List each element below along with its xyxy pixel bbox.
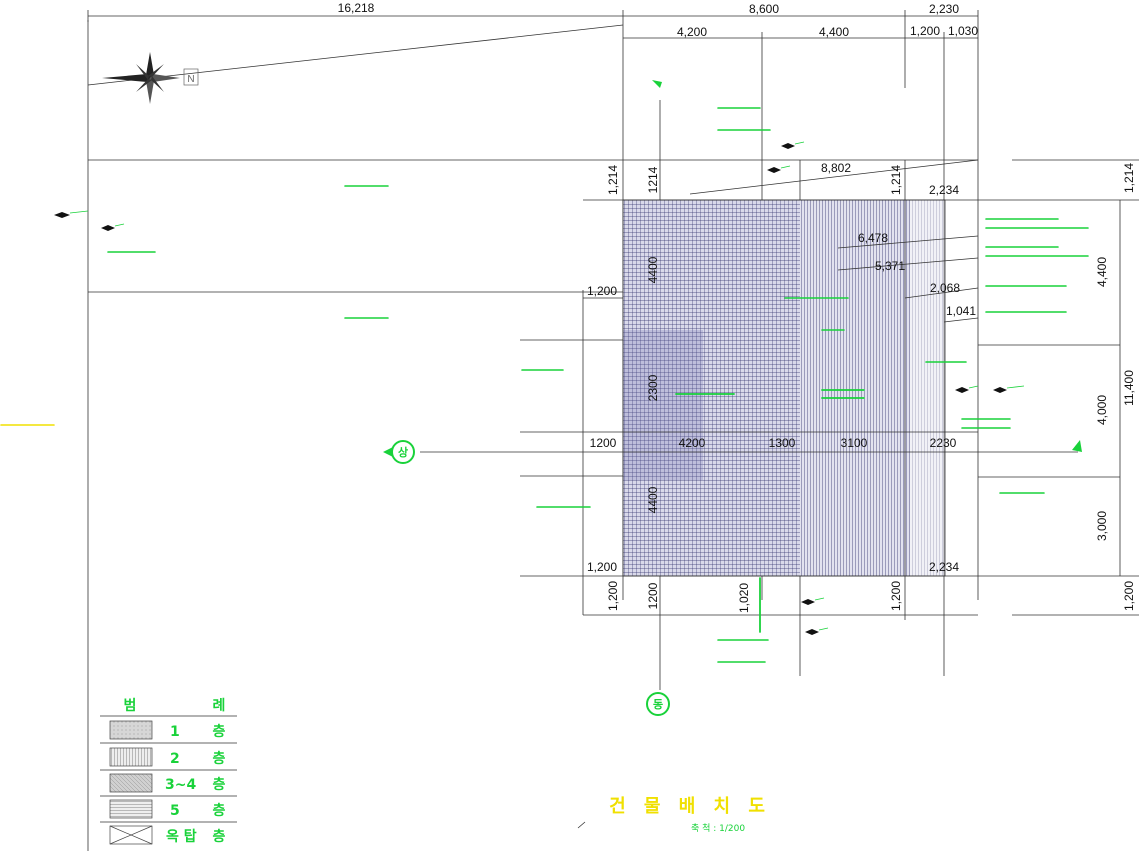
dim-sub-1030: 1,030 — [948, 24, 978, 38]
legend-item-1-num: 1 — [170, 724, 180, 740]
level-markers — [54, 141, 1025, 635]
site-boundary — [87, 20, 978, 851]
site-annotations — [0, 107, 1089, 663]
dim-overall-left: 16,218 — [338, 1, 375, 15]
section-marker-left-label: 상 — [398, 445, 408, 459]
legend-item-2-unit: 층 — [213, 751, 226, 767]
dim-left-1200b: 1,200 — [587, 560, 617, 574]
section-marker-bottom: 동 — [646, 692, 670, 716]
legend-item-5: 옥 탑 층 — [109, 825, 226, 845]
compass-label: N — [187, 74, 194, 85]
dim-right-3000: 3,000 — [1095, 511, 1109, 541]
dim-row-1200: 1200 — [590, 436, 617, 450]
dim-right-11400: 11,400 — [1122, 370, 1136, 406]
title-main: 건 물 배 치 도 — [609, 796, 771, 817]
dim-inner-top: 1214 — [646, 166, 660, 193]
dim-sub-4400: 4,400 — [819, 25, 849, 39]
legend: 범 례 1 층 2 층 3~4 층 5 층 — [100, 698, 237, 845]
building-zone-grid — [623, 200, 803, 576]
building-dimensions: 1,214 1214 8,802 1,214 2,234 1,214 1,200… — [420, 159, 1139, 620]
dim-v-2300: 2300 — [646, 374, 660, 401]
legend-item-4: 5 층 — [100, 799, 237, 823]
legend-item-4-num: 5 — [170, 803, 180, 819]
dim-left-1200a: 1,200 — [587, 284, 617, 298]
building-annotations — [675, 389, 865, 633]
green-pointers — [577, 80, 1082, 829]
legend-item-5-unit: 층 — [213, 829, 226, 845]
dim-right-4000: 4,000 — [1095, 395, 1109, 425]
dim-v-4400b: 4400 — [646, 486, 660, 513]
dim-right-2234b: 2,234 — [929, 560, 959, 574]
dim-bottom-1020: 1,020 — [737, 583, 751, 613]
section-marker-left: 상 — [383, 440, 415, 464]
building-footprint — [622, 199, 946, 577]
section-marker-bottom-label: 동 — [653, 698, 663, 711]
dim-diag-1041: 1,041 — [946, 304, 976, 318]
dim-diag-5371: 5,371 — [875, 259, 905, 273]
building-zone-terrace — [905, 200, 945, 576]
dim-left-top: 1,214 — [606, 165, 620, 195]
legend-item-5-num: 옥 탑 — [166, 829, 197, 845]
dim-overall-mid: 8,600 — [749, 2, 779, 16]
dim-row-2230: 2230 — [930, 436, 957, 450]
legend-title-right: 례 — [213, 698, 226, 714]
north-arrow-icon: N — [102, 52, 199, 104]
dim-far-right-top: 1,214 — [1122, 163, 1136, 193]
dim-far-right-1200: 1,200 — [1122, 581, 1136, 611]
legend-item-3: 3~4 층 — [100, 773, 237, 797]
dim-right-top: 1,214 — [889, 165, 903, 195]
legend-item-1: 1 층 — [100, 720, 237, 744]
dim-diag-6478: 6,478 — [858, 231, 888, 245]
dim-bottom-1200c: 1,200 — [889, 581, 903, 611]
drawing-title: 건 물 배 치 도 축 척 : 1/200 — [609, 796, 771, 834]
dim-row-4200: 4200 — [679, 436, 706, 450]
dim-diag-2068: 2,068 — [930, 281, 960, 295]
legend-item-2: 2 층 — [100, 747, 237, 771]
legend-title-left: 범 — [124, 698, 137, 714]
dim-sub-1200: 1,200 — [910, 24, 940, 38]
title-scale: 축 척 : 1/200 — [691, 823, 745, 834]
dim-overall-right: 2,230 — [929, 2, 959, 16]
legend-item-3-num: 3~4 — [165, 777, 196, 793]
dim-row-3100: 3100 — [841, 436, 868, 450]
building-zone-stripe — [800, 200, 910, 576]
legend-item-1-unit: 층 — [213, 724, 226, 740]
legend-item-2-num: 2 — [170, 751, 180, 767]
dim-sub-4200: 4,200 — [677, 25, 707, 39]
dim-bottom-1200b: 1200 — [646, 582, 660, 609]
dim-bottom-1200a: 1,200 — [606, 581, 620, 611]
legend-item-3-unit: 층 — [213, 777, 226, 793]
legend-item-4-unit: 층 — [213, 803, 226, 819]
dim-right-4400: 4,400 — [1095, 257, 1109, 287]
dim-v-4400a: 4400 — [646, 256, 660, 283]
dim-row-1300: 1300 — [769, 436, 796, 450]
dim-diag: 8,802 — [821, 161, 851, 175]
dim-right-top2: 2,234 — [929, 183, 959, 197]
